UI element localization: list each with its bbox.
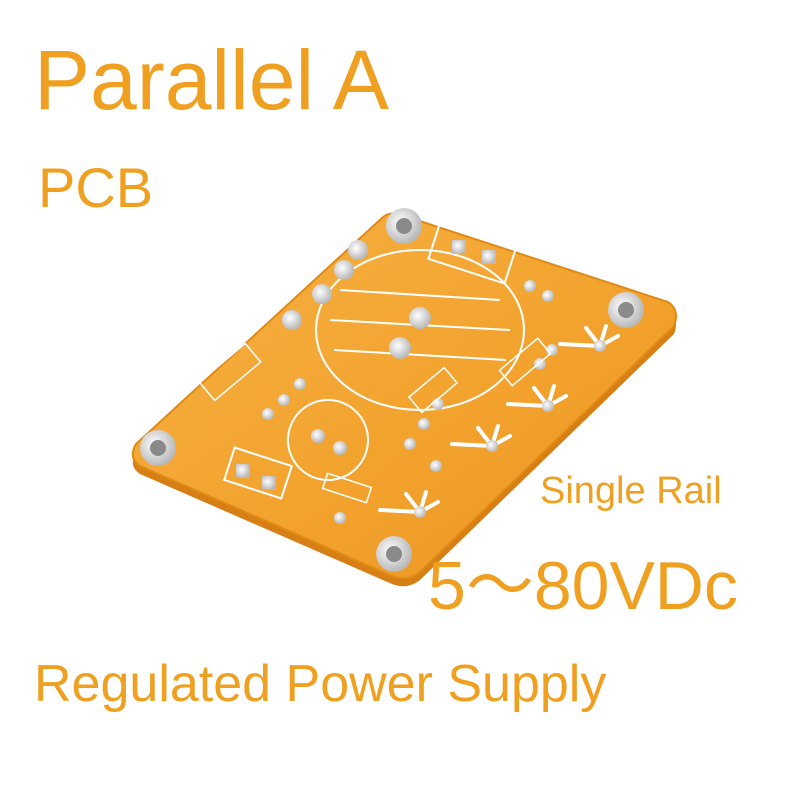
terminal-block-top (222, 223, 517, 500)
mounting-hole-left (140, 430, 176, 466)
small-capacitor-footprint (287, 399, 369, 481)
capacitor-pad (409, 307, 431, 329)
product-description: Regulated Power Supply (34, 655, 607, 713)
mounting-hole-top (386, 208, 422, 244)
capacitor-pad (389, 337, 411, 359)
silkscreen-transistors (378, 324, 620, 514)
product-subtitle: PCB (38, 156, 154, 219)
mounting-hole-bottom (376, 536, 412, 572)
terminal-pads (236, 240, 496, 490)
board-face (131, 212, 677, 580)
mounting-hole-right (608, 292, 644, 328)
voltage-range-label: 5～80VDc (428, 548, 738, 624)
rail-type-label: Single Rail (540, 470, 722, 512)
transistor-pads (414, 340, 606, 518)
silkscreen-outlines (198, 337, 552, 504)
product-title: Parallel A (34, 33, 389, 127)
input-pads (282, 240, 368, 330)
